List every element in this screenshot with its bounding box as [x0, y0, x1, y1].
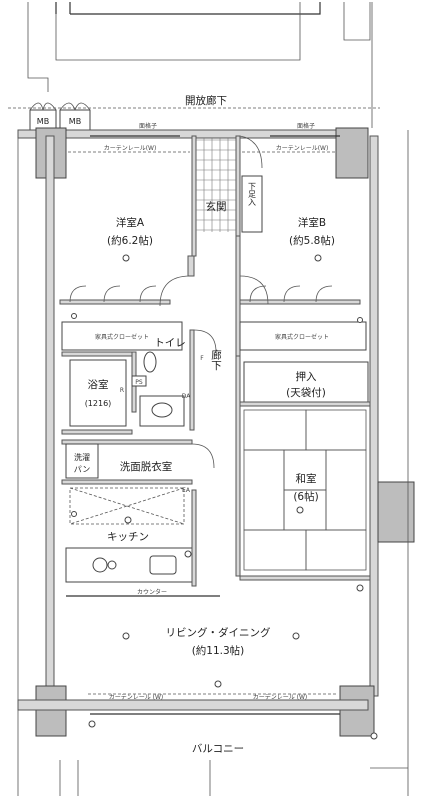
oshiire-box — [243, 361, 369, 403]
entrance-tiles — [196, 138, 236, 232]
bathroom-name: 浴室 — [88, 378, 109, 391]
lattice-label-right: 面格子 — [297, 122, 315, 130]
bathtub — [69, 359, 127, 427]
r-mark: R — [120, 387, 124, 394]
hallway-label: 廊下 — [210, 349, 222, 372]
ea-mark: EA — [182, 487, 191, 494]
bathroom-top-wall — [61, 351, 133, 357]
shoe-storage-box — [241, 175, 263, 233]
western-a-name: 洋室A — [116, 216, 145, 229]
room-a-right-wall-seg — [187, 255, 195, 277]
curtain-label-bottom-right: カーテンレール (W) — [253, 694, 308, 701]
washroom-top-wall — [61, 439, 193, 445]
kitchen-right-wall — [191, 489, 197, 587]
counter-label: カウンター — [137, 588, 167, 596]
oshiire-bottom-wall — [239, 401, 371, 407]
toilet-door-swing — [193, 329, 217, 353]
closet-a-door-swings — [69, 285, 157, 303]
hallway-right-wall — [235, 355, 241, 577]
toilet-label: トイレ — [154, 337, 186, 349]
room-a-door-swing — [159, 275, 191, 307]
mb-label-1: MB — [37, 117, 49, 126]
laundry-pan-label-1: 洗濯 — [74, 452, 90, 462]
vanity-basin — [151, 402, 173, 418]
corridor-label: 開放廊下 — [185, 94, 227, 107]
kitchen-upper-cabinets — [69, 487, 185, 525]
japanese-room-name: 和室 — [296, 472, 317, 485]
western-b-size: (約5.8帖) — [289, 234, 335, 247]
upper-right-line — [343, 2, 371, 41]
japanese-room-size: (6帖) — [293, 490, 318, 503]
western-b-name: 洋室B — [298, 216, 326, 229]
shoe-storage-label: 下足入 — [248, 182, 257, 206]
ps-box — [131, 375, 147, 387]
closet-a-front-wall — [59, 299, 171, 305]
right-column-top — [335, 127, 369, 179]
kitchen-label: キッチン — [107, 531, 149, 543]
oshiire-note: (天袋付) — [286, 386, 326, 399]
outlet-marks — [71, 313, 378, 740]
japanese-room-bottom-wall — [239, 575, 371, 581]
curtain-label-top-left: カーテンレール(W) — [104, 145, 157, 152]
laundry-pan-box — [65, 443, 99, 479]
stove-burner-1 — [92, 557, 108, 573]
closet-a-box — [61, 321, 183, 351]
balcony-label: バルコニー — [192, 743, 244, 755]
f-mark: F — [200, 355, 204, 362]
western-a-size: (約6.2帖) — [107, 234, 153, 247]
room-b-door-swing — [239, 275, 269, 305]
upper-wall-line — [55, 2, 301, 61]
bathroom-size: (1216) — [85, 399, 112, 408]
closet-a-label: 家具式クローゼット — [95, 333, 149, 341]
laundry-pan-label-2: パン — [74, 465, 90, 474]
curtain-label-bottom-left: カーテンレール (W) — [109, 694, 164, 701]
bathroom-bottom-wall — [61, 429, 133, 435]
toilet-right-wall — [189, 329, 195, 431]
da-mark: DA — [182, 393, 192, 400]
tatami-mats — [243, 409, 367, 571]
entrance-door-swing — [239, 135, 263, 169]
right-column-bottom — [339, 685, 375, 737]
entrance-label: 玄関 — [206, 200, 227, 213]
washroom-bottom-wall — [61, 479, 193, 485]
washroom-door-swing — [191, 443, 215, 469]
corridor-outline — [27, 2, 49, 92]
mb-label-2: MB — [69, 117, 81, 126]
balcony-details — [59, 760, 408, 796]
curtain-label-top-right: カーテンレール(W) — [276, 145, 329, 152]
outer-frame — [17, 130, 409, 796]
ldk-name: リビング・ダイニング — [166, 626, 271, 639]
ps-label: PS — [135, 379, 143, 386]
ceiling-lights — [122, 254, 322, 640]
washroom-label: 洗面脱衣室 — [120, 460, 173, 473]
closet-b-label: 家具式クローゼット — [275, 333, 329, 341]
kitchen-sink — [149, 555, 177, 575]
upper-structure-line — [55, 2, 321, 15]
toilet-bowl — [143, 351, 157, 373]
stove-burner-2 — [107, 560, 117, 570]
mb-door-swings — [29, 102, 91, 111]
oshiire-name: 押入 — [296, 370, 317, 383]
left-column-bottom — [35, 685, 67, 737]
closet-b-box — [239, 321, 367, 351]
ldk-size: (約11.3帖) — [192, 644, 245, 657]
lattice-label-left: 面格子 — [139, 122, 157, 130]
